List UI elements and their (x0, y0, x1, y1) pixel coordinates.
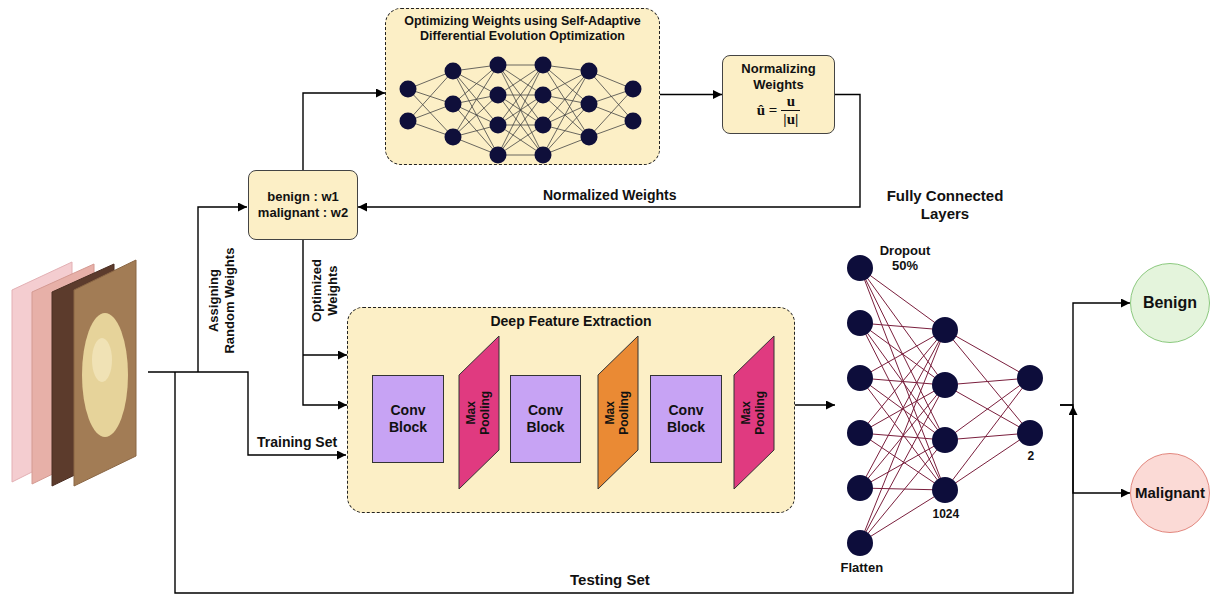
training-line (148, 372, 346, 455)
pooling-layer: Max Pooling (733, 335, 775, 490)
connector-line (795, 404, 835, 405)
pooling-layer: Max Pooling (597, 335, 639, 490)
process-box: Normalizing Weightsû =u|u| (722, 55, 835, 134)
group-panel: Optimizing Weights using Self-Adaptive D… (385, 8, 660, 165)
annotation-label-holder: Flatten (841, 560, 884, 576)
annotation-label-holder: Assigning Random Weights (206, 245, 237, 355)
annotation-label: Flatten (841, 560, 884, 576)
box-text: malignant : w2 (258, 205, 348, 221)
connector (1060, 303, 1130, 405)
formula: û =u|u| (757, 94, 801, 128)
box-text: benign : w1 (267, 189, 339, 205)
pooling-outline (734, 336, 774, 489)
pooling-outline (459, 336, 499, 489)
conv-block: Conv Block (650, 375, 722, 463)
connector (303, 240, 347, 405)
pooling-text: Max Pooling (604, 386, 632, 440)
class-circle: Malignant (1130, 453, 1210, 533)
network-neurons (400, 57, 642, 164)
pooling-text: Max Pooling (740, 386, 768, 440)
image-slice (74, 260, 136, 486)
edge-label: Optimized Weights (309, 249, 340, 331)
edge-label-holder: Optimized Weights (309, 249, 340, 331)
formula-text: û = (757, 103, 778, 119)
section-title: Fully Connected Layers (880, 187, 1010, 223)
input-images (12, 260, 136, 486)
connector-line (303, 240, 347, 405)
network-links (408, 65, 633, 155)
annotation-label-holder: Testing Set (570, 571, 650, 589)
annotation-label: Training Set (257, 434, 337, 451)
lesion (92, 338, 112, 382)
edge-label: Normalized Weights (541, 187, 679, 204)
annotation-label: 2 (1028, 449, 1035, 463)
pooling-layer: Max Pooling (458, 335, 500, 490)
annotation-label: Testing Set (570, 571, 650, 589)
pooling-outline (598, 336, 638, 489)
connector-line (303, 354, 347, 355)
block-text: Conv Block (376, 402, 440, 437)
group-panel: Deep Feature ExtractionConv Block Max Poo… (347, 307, 795, 513)
formula-text: u (787, 94, 795, 110)
annotation-label: 1024 (933, 507, 960, 521)
connector (660, 94, 722, 95)
annotation-label-holder: Dropout 50% (874, 243, 936, 274)
formula-text: |u| (781, 110, 800, 128)
pooling-text: Max Pooling (465, 386, 493, 440)
conv-block: Conv Block (372, 375, 444, 463)
class-text: Malignant (1135, 484, 1205, 502)
block-text: Conv Block (654, 402, 718, 437)
connector-line (1060, 405, 1130, 493)
connector (1060, 405, 1130, 493)
class-text: Benign (1143, 293, 1197, 312)
connector-line (303, 93, 385, 170)
connector-line (660, 94, 722, 95)
annotation-label: Assigning Random Weights (206, 245, 237, 355)
process-box: benign : w1malignant : w2 (248, 170, 358, 240)
random-weights-line (198, 207, 247, 372)
class-circle: Benign (1130, 263, 1210, 343)
fc-neurons (847, 255, 1043, 556)
panel-title: Deep Feature Extraction (354, 313, 788, 330)
block-text: Conv Block (514, 402, 577, 437)
panel-title: Optimizing Weights using Self-Adaptive D… (392, 14, 653, 44)
lesion (82, 313, 128, 437)
connector (303, 93, 385, 170)
connector-line (1060, 303, 1130, 405)
box-title: Normalizing Weights (727, 61, 830, 92)
edge-label-holder: Normalized Weights (541, 187, 679, 204)
fc-network (847, 255, 1043, 556)
fraction: u|u| (781, 94, 800, 128)
annotation-label-holder: Training Set (257, 434, 337, 451)
connector (795, 405, 835, 406)
annotation-label-holder: 2 (1028, 449, 1035, 463)
conv-block: Conv Block (510, 375, 581, 463)
annotation-label: Dropout 50% (874, 243, 936, 274)
annotation-label-holder: 1024 (933, 507, 960, 521)
